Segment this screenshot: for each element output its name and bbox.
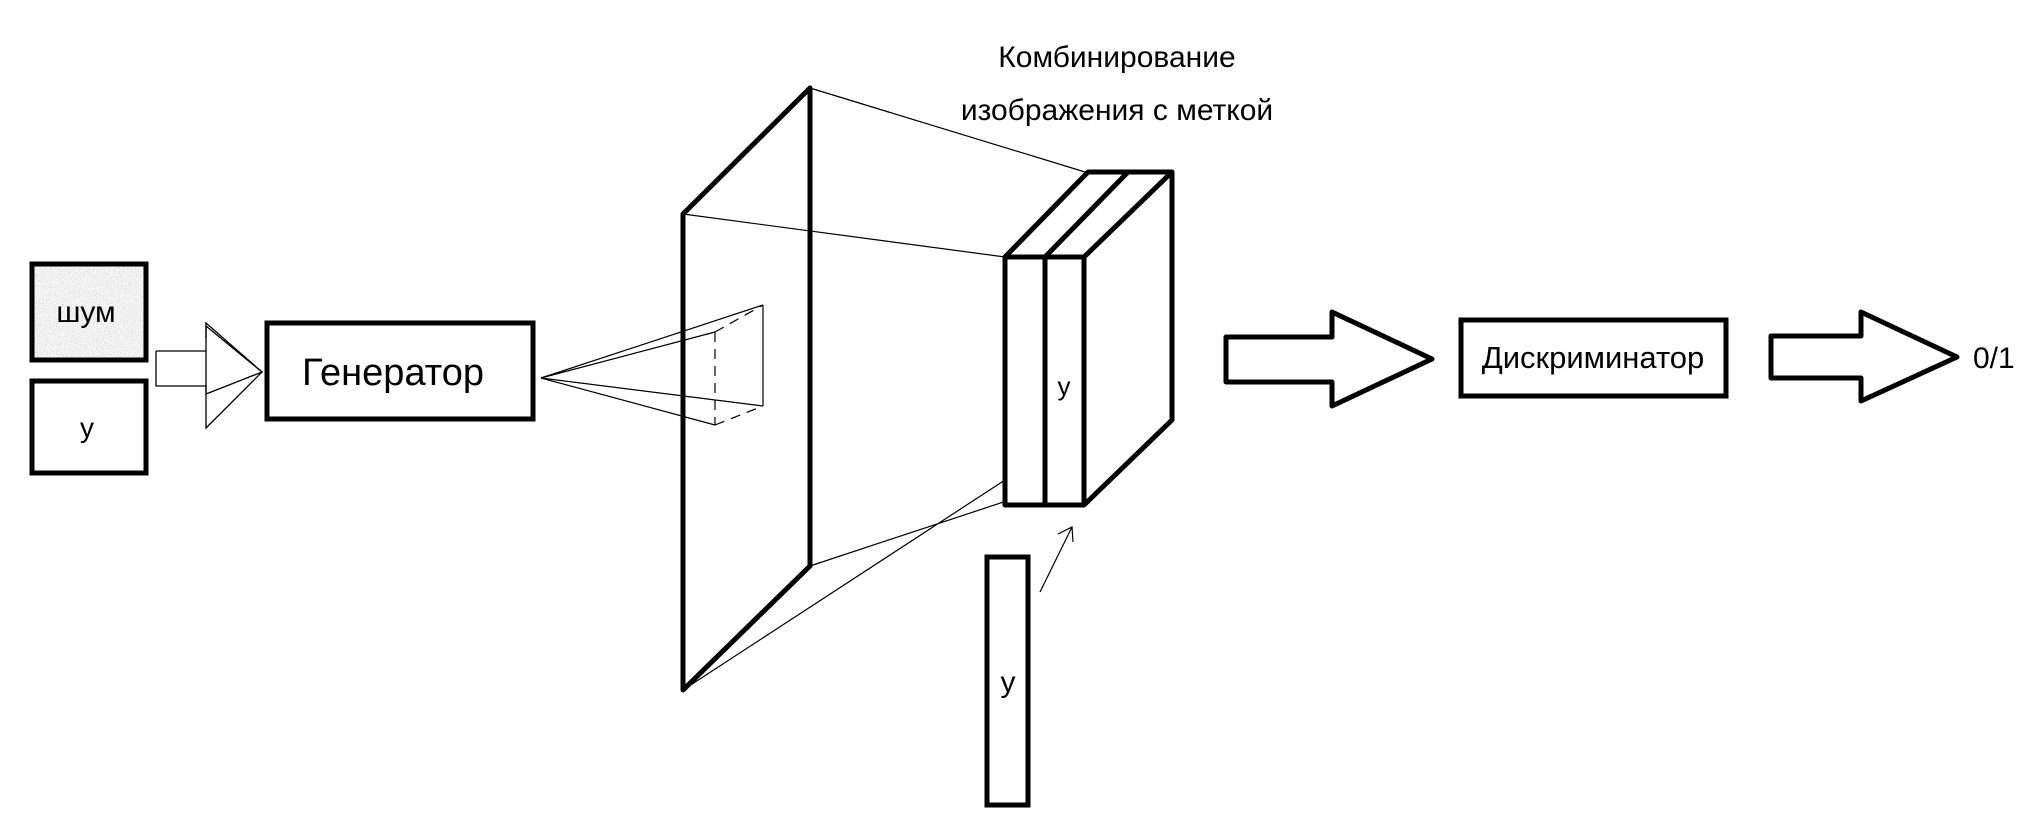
label-y-bar: y [984, 554, 1031, 808]
projection-cone [540, 304, 764, 426]
output-label: 0/1 [1973, 342, 2015, 375]
combine-caption-line1: Комбинирование [998, 41, 1235, 74]
label-y-input-box: y [29, 378, 149, 476]
generator-box: Генератор [264, 320, 536, 422]
label-y-bar-text: y [1001, 666, 1016, 699]
label-y-input: y [80, 412, 94, 443]
combined-block: y [1002, 169, 1175, 508]
label-y-slice: y [1058, 371, 1071, 401]
discriminator-label: Дискриминатор [1482, 340, 1705, 375]
input-arrow [156, 324, 264, 395]
to-discriminator-arrow [1223, 309, 1435, 409]
input-arrow-outline [155, 321, 263, 430]
to-output-arrow [1768, 309, 1960, 404]
generator-label: Генератор [302, 352, 484, 394]
noise-label: шум [56, 296, 115, 329]
discriminator-box: Дискриминатор [1458, 317, 1729, 399]
label-merge-arrow [1039, 526, 1074, 593]
combine-caption-line2: изображения с меткой [961, 94, 1273, 127]
generated-image-plane [680, 85, 813, 693]
noise-box: шум [29, 261, 149, 363]
